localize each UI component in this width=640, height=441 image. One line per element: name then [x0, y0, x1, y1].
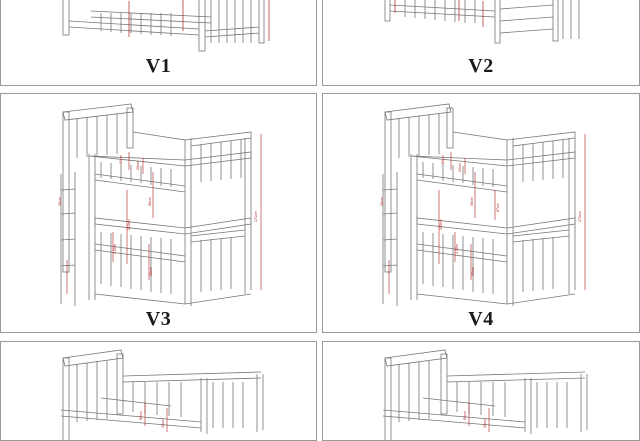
- svg-text:20cm: 20cm: [483, 419, 487, 428]
- variant-label: V4: [468, 308, 494, 330]
- variant-label: V3: [145, 308, 172, 330]
- svg-text:171cm: 171cm: [254, 211, 258, 222]
- variant-panel-v5[interactable]: 80cm 20cm: [0, 341, 317, 441]
- svg-text:36cm: 36cm: [149, 267, 153, 276]
- bed-drawing-v5: 80cm 20cm: [60, 349, 264, 440]
- variant-label: V1: [145, 55, 172, 77]
- bed-drawing-v6: 80cm 20cm: [382, 349, 588, 440]
- svg-text:30cm: 30cm: [380, 197, 384, 206]
- svg-text:171cm: 171cm: [578, 211, 582, 222]
- svg-text:20cm: 20cm: [458, 163, 462, 172]
- bed-drawing-v3: 80cm 20cm 56cm 110cm 1,50m 36cm 171cm 30…: [58, 103, 262, 306]
- svg-text:1,50m: 1,50m: [455, 244, 459, 254]
- svg-text:90cm: 90cm: [471, 267, 475, 276]
- variant-panel-v2[interactable]: V2: [322, 0, 640, 86]
- svg-text:56cm: 56cm: [148, 197, 152, 206]
- svg-text:30cm: 30cm: [58, 197, 62, 206]
- svg-text:80cm: 80cm: [119, 155, 123, 164]
- variant-panel-v4[interactable]: 80cm 20cm 36cm 103cm 1,50m 90cm 87cm 171…: [322, 93, 640, 333]
- svg-text:36cm: 36cm: [470, 197, 474, 206]
- svg-text:80cm: 80cm: [139, 411, 143, 420]
- svg-text:80cm: 80cm: [441, 155, 445, 164]
- variant-panel-v1[interactable]: V1: [0, 0, 317, 86]
- svg-text:110cm: 110cm: [127, 219, 131, 230]
- bed-drawing-v2: [384, 0, 580, 44]
- svg-text:20cm: 20cm: [136, 161, 140, 170]
- svg-text:1,50m: 1,50m: [113, 244, 117, 254]
- svg-text:80cm: 80cm: [463, 411, 467, 420]
- svg-text:87cm: 87cm: [496, 203, 500, 212]
- bed-drawing-v4: 80cm 20cm 36cm 103cm 1,50m 90cm 87cm 171…: [380, 103, 586, 306]
- bed-drawing-v1: [62, 0, 270, 52]
- variant-panel-v6[interactable]: 80cm 20cm: [322, 341, 640, 441]
- svg-text:103cm: 103cm: [439, 219, 443, 230]
- variant-panel-v3[interactable]: 80cm 20cm 56cm 110cm 1,50m 36cm 171cm 30…: [0, 93, 317, 333]
- variant-label: V2: [468, 55, 494, 77]
- svg-text:20cm: 20cm: [161, 419, 165, 428]
